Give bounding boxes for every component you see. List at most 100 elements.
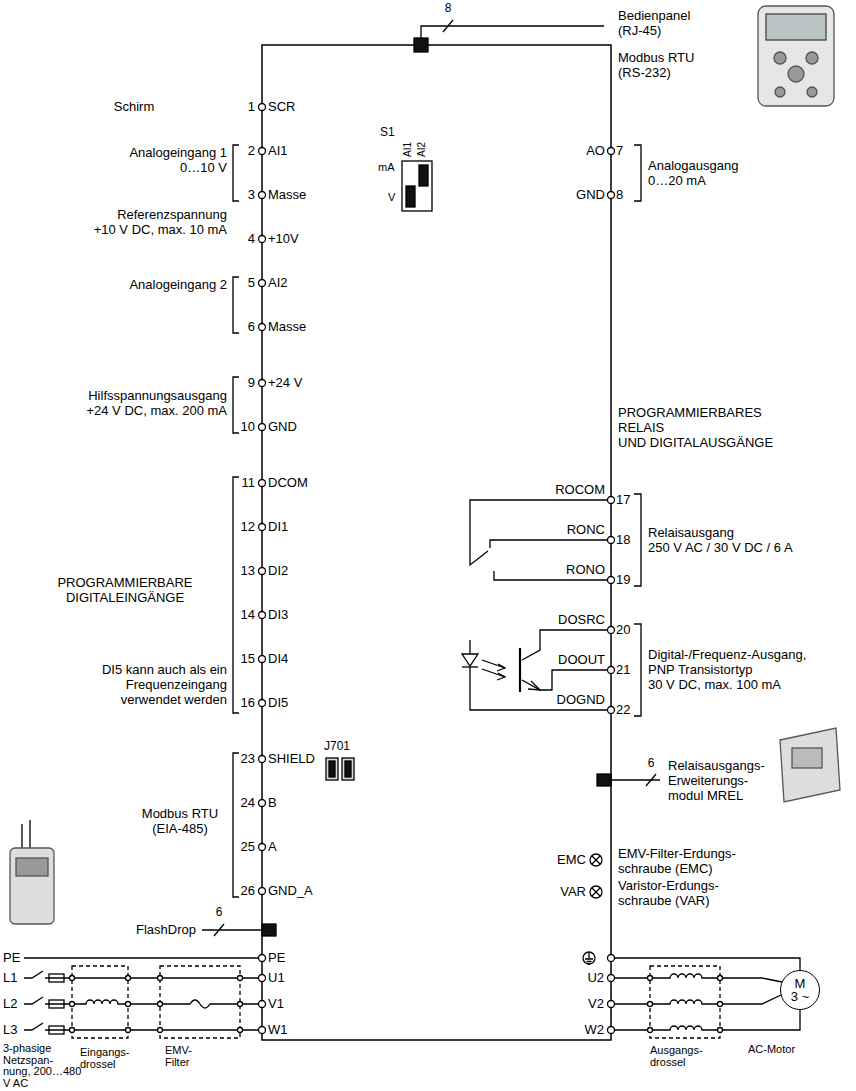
junction (126, 1002, 131, 1007)
mains-switch (24, 997, 43, 1004)
terminal (259, 324, 266, 331)
terminal-number: 25 (241, 839, 255, 854)
annotation: FlashDrop (136, 922, 196, 937)
motor-phase-wire (615, 995, 781, 1004)
annotation: Relaisausgangs- Erweiterungs- modul MREL (668, 758, 765, 803)
terminal-number: 15 (241, 651, 255, 666)
terminal-label: AO (586, 143, 605, 158)
terminal (259, 1001, 266, 1008)
control-panel-button (774, 52, 786, 64)
j701-pin (345, 761, 351, 777)
switch-label: AI1 (403, 142, 414, 157)
grounding-screw (590, 886, 602, 898)
terminal-number: 19 (616, 572, 630, 587)
terminal-label: DOSRC (558, 612, 605, 627)
rj45-connector (414, 38, 428, 52)
motor-label: M 3 ~ (791, 977, 809, 1003)
terminal (608, 192, 615, 199)
terminal (608, 707, 615, 714)
junction (718, 976, 723, 981)
terminal-label: PE (268, 950, 285, 965)
terminal-number: 21 (616, 662, 630, 677)
junction (718, 1028, 723, 1033)
junction (648, 1002, 653, 1007)
junction (126, 976, 131, 981)
annotation: Varistor-Erdungs- schraube (VAR) (618, 878, 719, 908)
terminal (608, 497, 615, 504)
grounding-screw-cross (592, 856, 600, 864)
j701-jumper (326, 758, 338, 780)
mrel-module-detail (792, 748, 822, 768)
terminal-label: GND (576, 187, 605, 202)
j701-pin (329, 761, 335, 777)
junction (70, 1028, 75, 1033)
annotation: 3-phasige Netzspan- nung, 200…480 V AC (3, 1043, 81, 1089)
terminal-number: 5 (248, 275, 255, 290)
annotation: AC-Motor (748, 1044, 795, 1056)
mrel-cable (611, 779, 660, 780)
control-panel-button (788, 66, 804, 82)
relay-nc-wire (490, 540, 611, 548)
drive-illustration (10, 848, 54, 924)
terminal (259, 800, 266, 807)
group-bracket (634, 624, 641, 716)
terminal-number: 14 (241, 607, 255, 622)
terminal (259, 844, 266, 851)
terminal-label: DI3 (268, 607, 288, 622)
terminal (259, 524, 266, 531)
transistor-base (519, 648, 521, 692)
group-bracket (233, 477, 239, 713)
switch-label: mA (378, 162, 395, 174)
terminal-number: 8 (616, 187, 623, 202)
grounding-screw-cross (592, 888, 600, 896)
annotation: EMV- Filter (165, 1045, 192, 1068)
terminal-number: 4 (248, 231, 255, 246)
switch-label: V (388, 192, 395, 204)
emitter-arrow (528, 681, 540, 690)
terminal-label: GND_A (268, 883, 313, 898)
control-panel-button (775, 87, 785, 97)
terminal (259, 975, 266, 982)
terminal-number: 16 (241, 695, 255, 710)
terminal-number: 18 (616, 532, 630, 547)
terminal (259, 612, 266, 619)
fuse (49, 1000, 64, 1008)
junction (648, 1028, 653, 1033)
terminal-label: Masse (268, 319, 306, 334)
terminal (259, 888, 266, 895)
annotation: Schirm (114, 99, 154, 114)
terminal-label: DCOM (268, 475, 308, 490)
drive-illustration-panel (16, 858, 48, 876)
terminal (259, 148, 266, 155)
terminal (608, 1027, 615, 1034)
annotation: DI5 kann auch als ein Frequenzeingang ve… (102, 662, 227, 707)
terminal (259, 955, 266, 962)
annotation: PROGRAMMIERBARES RELAIS UND DIGITALAUSGÄ… (618, 405, 773, 450)
terminal (259, 104, 266, 111)
control-panel-display (766, 14, 826, 40)
terminal-number: 20 (616, 622, 630, 637)
motor-phase-wire (615, 974, 782, 982)
annotation: Modbus RTU (EIA-485) (142, 806, 218, 836)
terminal (259, 280, 266, 287)
group-bracket (233, 753, 239, 897)
panel-cable (421, 26, 604, 38)
terminal-number: 10 (241, 419, 255, 434)
terminal-label: +24 V (268, 375, 302, 390)
relay-common-wire (470, 500, 611, 565)
layout-shapes (10, 6, 840, 1040)
opto-led (462, 654, 478, 666)
terminal-label: EMC (557, 852, 586, 867)
terminal (259, 1027, 266, 1034)
terminal-label: B (268, 795, 277, 810)
terminal-number: 6 (248, 319, 255, 334)
group-bracket (634, 145, 641, 201)
annotation: Modbus RTU (RS-232) (618, 50, 694, 80)
terminal-number: 11 (242, 475, 256, 490)
terminal (259, 380, 266, 387)
s1-toggle (419, 165, 428, 186)
control-panel-body (758, 6, 834, 106)
fuse (49, 1026, 64, 1034)
emc-filter-frame (160, 966, 240, 1038)
terminal-label: PE (3, 950, 20, 965)
